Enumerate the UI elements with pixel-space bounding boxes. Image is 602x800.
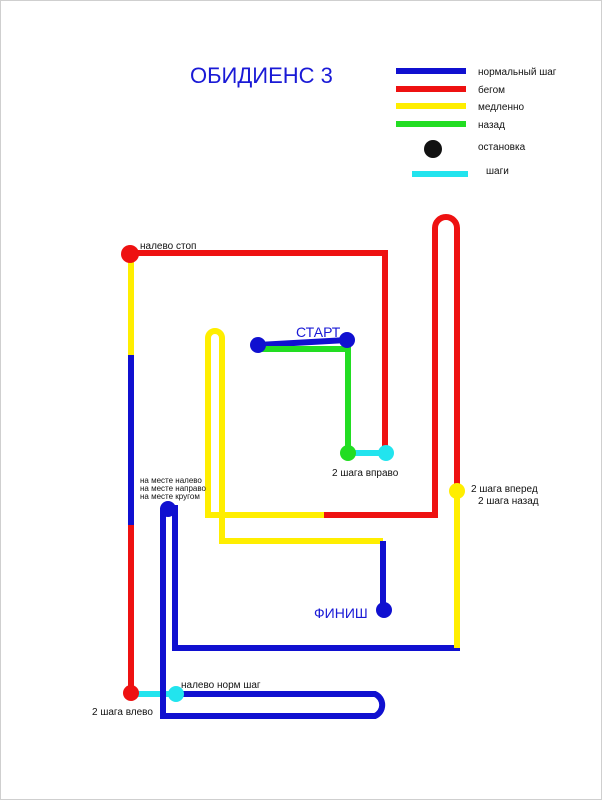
finish-dot — [376, 602, 392, 618]
two-left-label: 2 шага влево — [92, 707, 153, 718]
spot-left-label: на месте налево — [140, 476, 202, 485]
path-run-right — [324, 214, 460, 518]
left-stop-label: налево стоп — [140, 241, 196, 252]
start-left-dot — [250, 337, 266, 353]
legend-stop-dot — [424, 140, 442, 158]
start-right-dot — [339, 332, 355, 348]
legend-back-label: назад — [478, 120, 505, 131]
left-normal-label: налево норм шаг — [181, 680, 261, 691]
course-path — [128, 214, 460, 719]
path-inner-u — [168, 505, 460, 651]
on-spot-dot — [160, 501, 176, 517]
forward-back-dot — [449, 483, 465, 499]
two-left-red-dot — [123, 685, 139, 701]
legend-normal-label: нормальный шаг — [478, 67, 557, 78]
diagram-title: ОБИДИЕНС 3 — [190, 63, 333, 88]
spot-right-label: на месте направо — [140, 484, 207, 493]
legend-stop-label: остановка — [478, 142, 526, 153]
legend-steps-label: шаги — [486, 166, 509, 177]
left-stop-dot — [121, 245, 139, 263]
green-end-dot — [340, 445, 356, 461]
spot-about-label: на месте кругом — [140, 492, 200, 501]
legend-slow-label: медленно — [478, 102, 524, 113]
path-slow-inner — [205, 328, 383, 544]
two-right-label: 2 шага вправо — [332, 468, 399, 479]
path-back — [258, 346, 351, 453]
two-back-label: 2 шага назад — [478, 496, 539, 507]
legend-run-label: бегом — [478, 84, 505, 96]
cyan-right-dot — [378, 445, 394, 461]
path-loop-bottom — [160, 508, 386, 719]
path-start-normal — [257, 337, 348, 348]
two-left-cyan-dot — [168, 686, 184, 702]
finish-label: ФИНИШ — [314, 605, 368, 621]
legend: нормальный шаг бегом медленно назад оста… — [396, 67, 557, 177]
course-markers — [121, 245, 465, 702]
two-forward-label: 2 шага вперед — [471, 484, 538, 495]
start-label: СТАРТ — [296, 324, 341, 340]
path-run-top — [130, 250, 388, 452]
